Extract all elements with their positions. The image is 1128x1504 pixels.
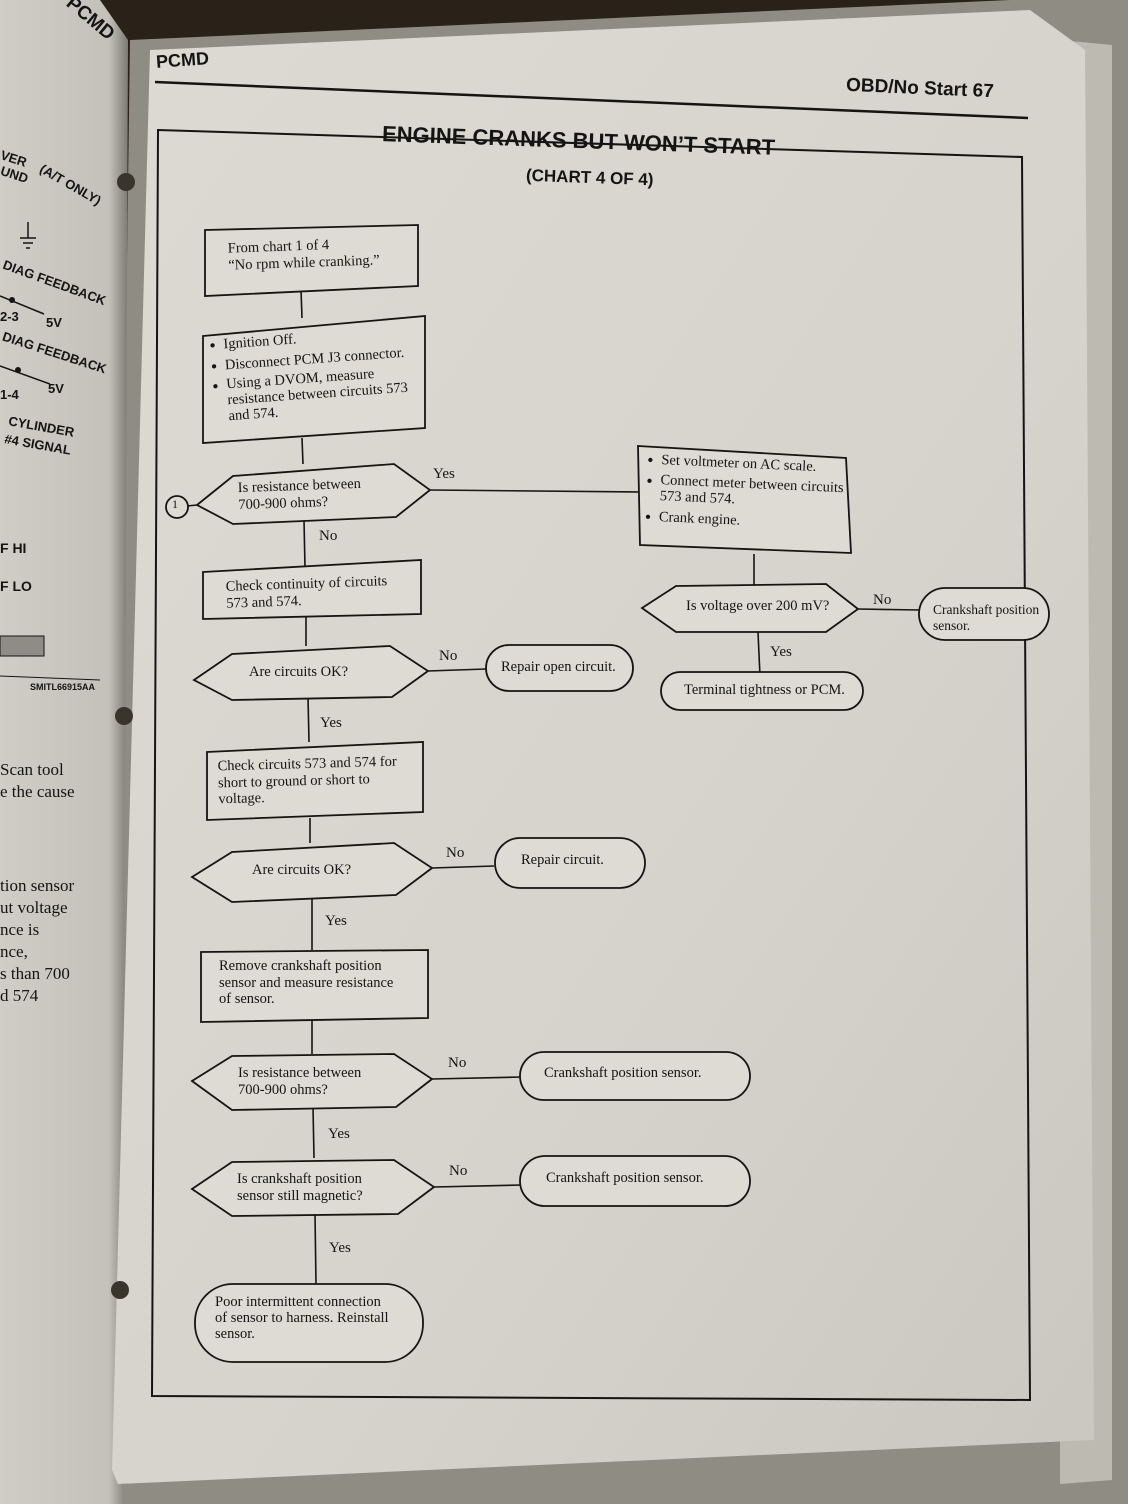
ckp-sensor-c-text: Crankshaft position sensor.	[546, 1170, 704, 1186]
terminal-text: Terminal tightness or PCM.	[684, 682, 845, 698]
end-text: Poor intermittent connection of sensor t…	[215, 1294, 389, 1343]
remove-sensor-box	[200, 949, 429, 1023]
q2-no-label: No	[439, 648, 458, 664]
section-header: PCMD	[155, 48, 210, 72]
left-label-11: F HI	[0, 540, 27, 556]
left-label-13: SMITL66915AA	[30, 682, 96, 692]
voltage-question: Is voltage over 200 mV?	[686, 598, 830, 614]
ckp-sensor-a-terminal	[918, 587, 1050, 641]
q5-text: Is crankshaft position sensor still magn…	[237, 1171, 363, 1204]
left-text-6: s than 700	[0, 964, 70, 983]
q5-line-2: sensor still magnetic?	[237, 1187, 363, 1204]
end-line-3: sensor.	[215, 1326, 255, 1343]
q1-yes-label: Yes	[433, 466, 455, 482]
remove-line-3: of sensor.	[219, 991, 275, 1008]
q2-yes-label: Yes	[320, 715, 342, 731]
q1-text: Is resistance between 700-900 ohms?	[237, 476, 361, 514]
left-text-7: d 574	[0, 986, 39, 1005]
q4-text: Is resistance between 700-900 ohms?	[238, 1065, 361, 1098]
left-text-5: nce,	[0, 942, 28, 961]
end-line-1: Poor intermittent connection	[215, 1294, 381, 1310]
connector-label: 1	[172, 497, 178, 511]
q4-yes-label: Yes	[328, 1126, 350, 1142]
q1-no-label: No	[319, 528, 338, 544]
q3-text: Are circuits OK?	[252, 862, 352, 878]
start-box	[204, 224, 419, 297]
q4-no-label: No	[448, 1055, 467, 1071]
continuity-box	[202, 559, 422, 620]
ckp-a-line-2: sensor.	[933, 617, 971, 633]
q4-line-1: Is resistance between	[238, 1065, 362, 1081]
ckp-sensor-b-terminal	[519, 1051, 751, 1101]
ac-bullet-2: Connect meter between circuits 573 and 5…	[645, 472, 850, 513]
left-text-3: ut voltage	[0, 898, 68, 917]
q3-decision	[190, 842, 434, 903]
repair-open-terminal	[485, 644, 634, 692]
step1-text: Ignition Off. Disconnect PCM J3 connecto…	[209, 323, 425, 431]
ac-bullet-3: Crank engine.	[645, 508, 850, 534]
continuity-text: Check continuity of circuits 573 and 574…	[225, 573, 388, 612]
remove-line-2: sensor and measure resistance	[219, 974, 394, 991]
repair-open-text: Repair open circuit.	[501, 659, 616, 675]
voltage-yes-label: Yes	[770, 644, 792, 660]
left-label-4: 2-3	[0, 309, 19, 324]
q4-line-2: 700-900 ohms?	[238, 1081, 328, 1098]
q5-no-label: No	[449, 1163, 468, 1179]
q2-decision	[192, 645, 430, 701]
end-terminal	[194, 1283, 424, 1363]
left-text-4: nce is	[0, 920, 40, 939]
q3-no-label: No	[446, 845, 465, 861]
repair-circuit-text: Repair circuit.	[521, 852, 604, 868]
left-text-0: Scan tool	[0, 760, 64, 779]
q3-yes-label: Yes	[325, 913, 347, 929]
q5-yes-label: Yes	[329, 1240, 351, 1256]
repair-circuit-terminal	[494, 837, 646, 889]
q4-decision	[190, 1053, 434, 1111]
left-text-1: e the cause	[0, 782, 75, 801]
left-text-2: tion sensor	[0, 876, 75, 895]
end-line-2: of sensor to harness. Reinstall	[215, 1310, 389, 1327]
start-text: From chart 1 of 4 “No rpm while cranking…	[227, 235, 379, 274]
connector-circle	[165, 495, 189, 519]
ac-step-text: Set voltmeter on AC scale. Connect meter…	[644, 452, 851, 538]
left-page	[0, 0, 128, 1504]
ckp-sensor-c-terminal	[519, 1155, 751, 1207]
left-label-5: 5V	[46, 315, 62, 330]
ckp-a-line-1: Crankshaft position	[933, 602, 1040, 617]
short-check-box	[206, 741, 424, 821]
ckp-sensor-b-text: Crankshaft position sensor.	[544, 1065, 702, 1081]
step1-bullet-3: Using a DVOM, measure resistance between…	[212, 364, 425, 426]
left-label-7: 1-4	[0, 387, 19, 402]
left-label-8: 5V	[48, 381, 64, 396]
q2-text: Are circuits OK?	[249, 664, 349, 680]
q5-line-1: Is crankshaft position	[237, 1171, 362, 1187]
terminal-tightness-terminal	[660, 671, 864, 711]
short-check-text: Check circuits 573 and 574 for short to …	[217, 754, 397, 809]
q5-decision	[190, 1159, 436, 1217]
voltage-no-label: No	[873, 592, 892, 608]
remove-sensor-text: Remove crankshaft position sensor and me…	[219, 958, 393, 1008]
ckp-sensor-a-text: Crankshaft position sensor.	[933, 602, 1039, 633]
voltage-decision	[640, 583, 860, 633]
remove-line-1: Remove crankshaft position	[219, 958, 382, 974]
q1-decision	[195, 463, 432, 525]
left-label-12: F LO	[0, 578, 32, 594]
